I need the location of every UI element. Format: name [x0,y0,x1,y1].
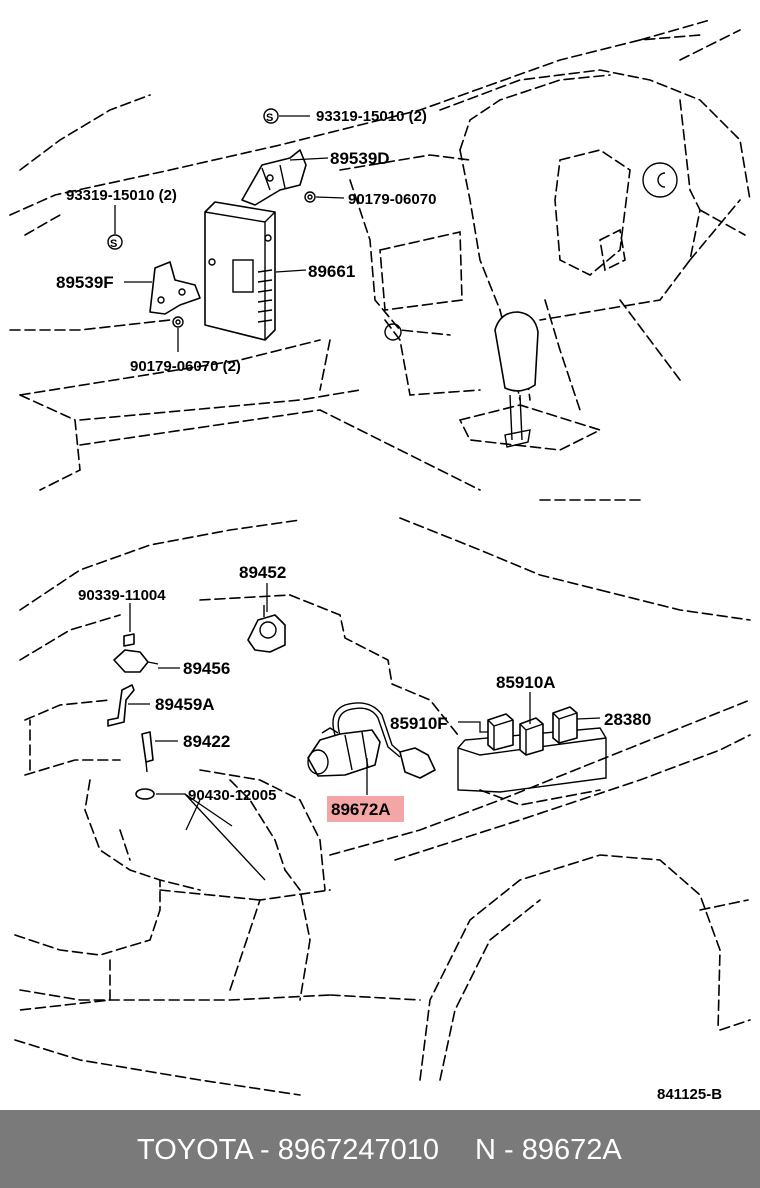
svg-text:S: S [110,238,117,250]
diagram-code: 841125-B [657,1086,722,1103]
label-89539D: 89539D [330,149,390,168]
bracket-89539D [241,149,307,206]
svg-text:S: S [266,112,273,124]
footer-bar: TOYOTA - 8967247010 N - 89672A [0,1110,760,1188]
footer-part-number: TOYOTA - 8967247010 [137,1134,440,1166]
label-89452: 89452 [239,563,286,582]
label-28380: 28380 [604,710,651,729]
dash-knob-icon [384,323,402,341]
sensor-89452 [247,605,286,653]
label-85910A: 85910A [496,673,556,692]
dashboard-outline [9,19,751,501]
clock-icon [642,162,678,198]
footer-reference: N - 89672A [475,1134,622,1166]
actuator-89672A [307,702,436,779]
nut-top-icon [304,191,316,203]
label-90179-top: 90179-06070 [348,191,436,208]
bracket-89539F [149,261,201,315]
gasket-90430 [135,788,155,800]
label-89539F: 89539F [56,273,114,292]
label-93319-top: 93319-15010 (2) [316,108,427,125]
relay-85910A [519,717,544,756]
relay-85910F [487,713,514,751]
label-93319-left: 93319-15010 (2) [66,187,177,204]
label-89456: 89456 [183,659,230,678]
parts-diagram: S S [9,19,751,1103]
bracket-89459A [107,684,135,727]
label-89459A: 89459A [155,695,215,714]
sensor-89456 [113,649,159,673]
label-89672A: 89672A [331,800,391,819]
screw-s-left-icon: S [107,234,123,250]
highlight-89672A [327,796,404,822]
bolt-90339 [123,633,135,647]
label-90179-bottom: 90179-06070 (2) [130,358,241,375]
label-85910F: 85910F [390,714,448,733]
screw-s-top-icon: S [263,108,279,124]
sensor-89422 [141,731,154,773]
shift-knob [494,311,539,448]
engine-bay-outline [14,517,751,1096]
label-89422: 89422 [183,732,230,751]
nut-bottom-icon [172,316,184,328]
label-89661: 89661 [308,262,355,281]
relay-28380 [552,706,578,744]
label-90339: 90339-11004 [78,587,166,604]
label-90430: 90430-12005 [188,787,276,804]
ecu-89661 [204,201,276,341]
